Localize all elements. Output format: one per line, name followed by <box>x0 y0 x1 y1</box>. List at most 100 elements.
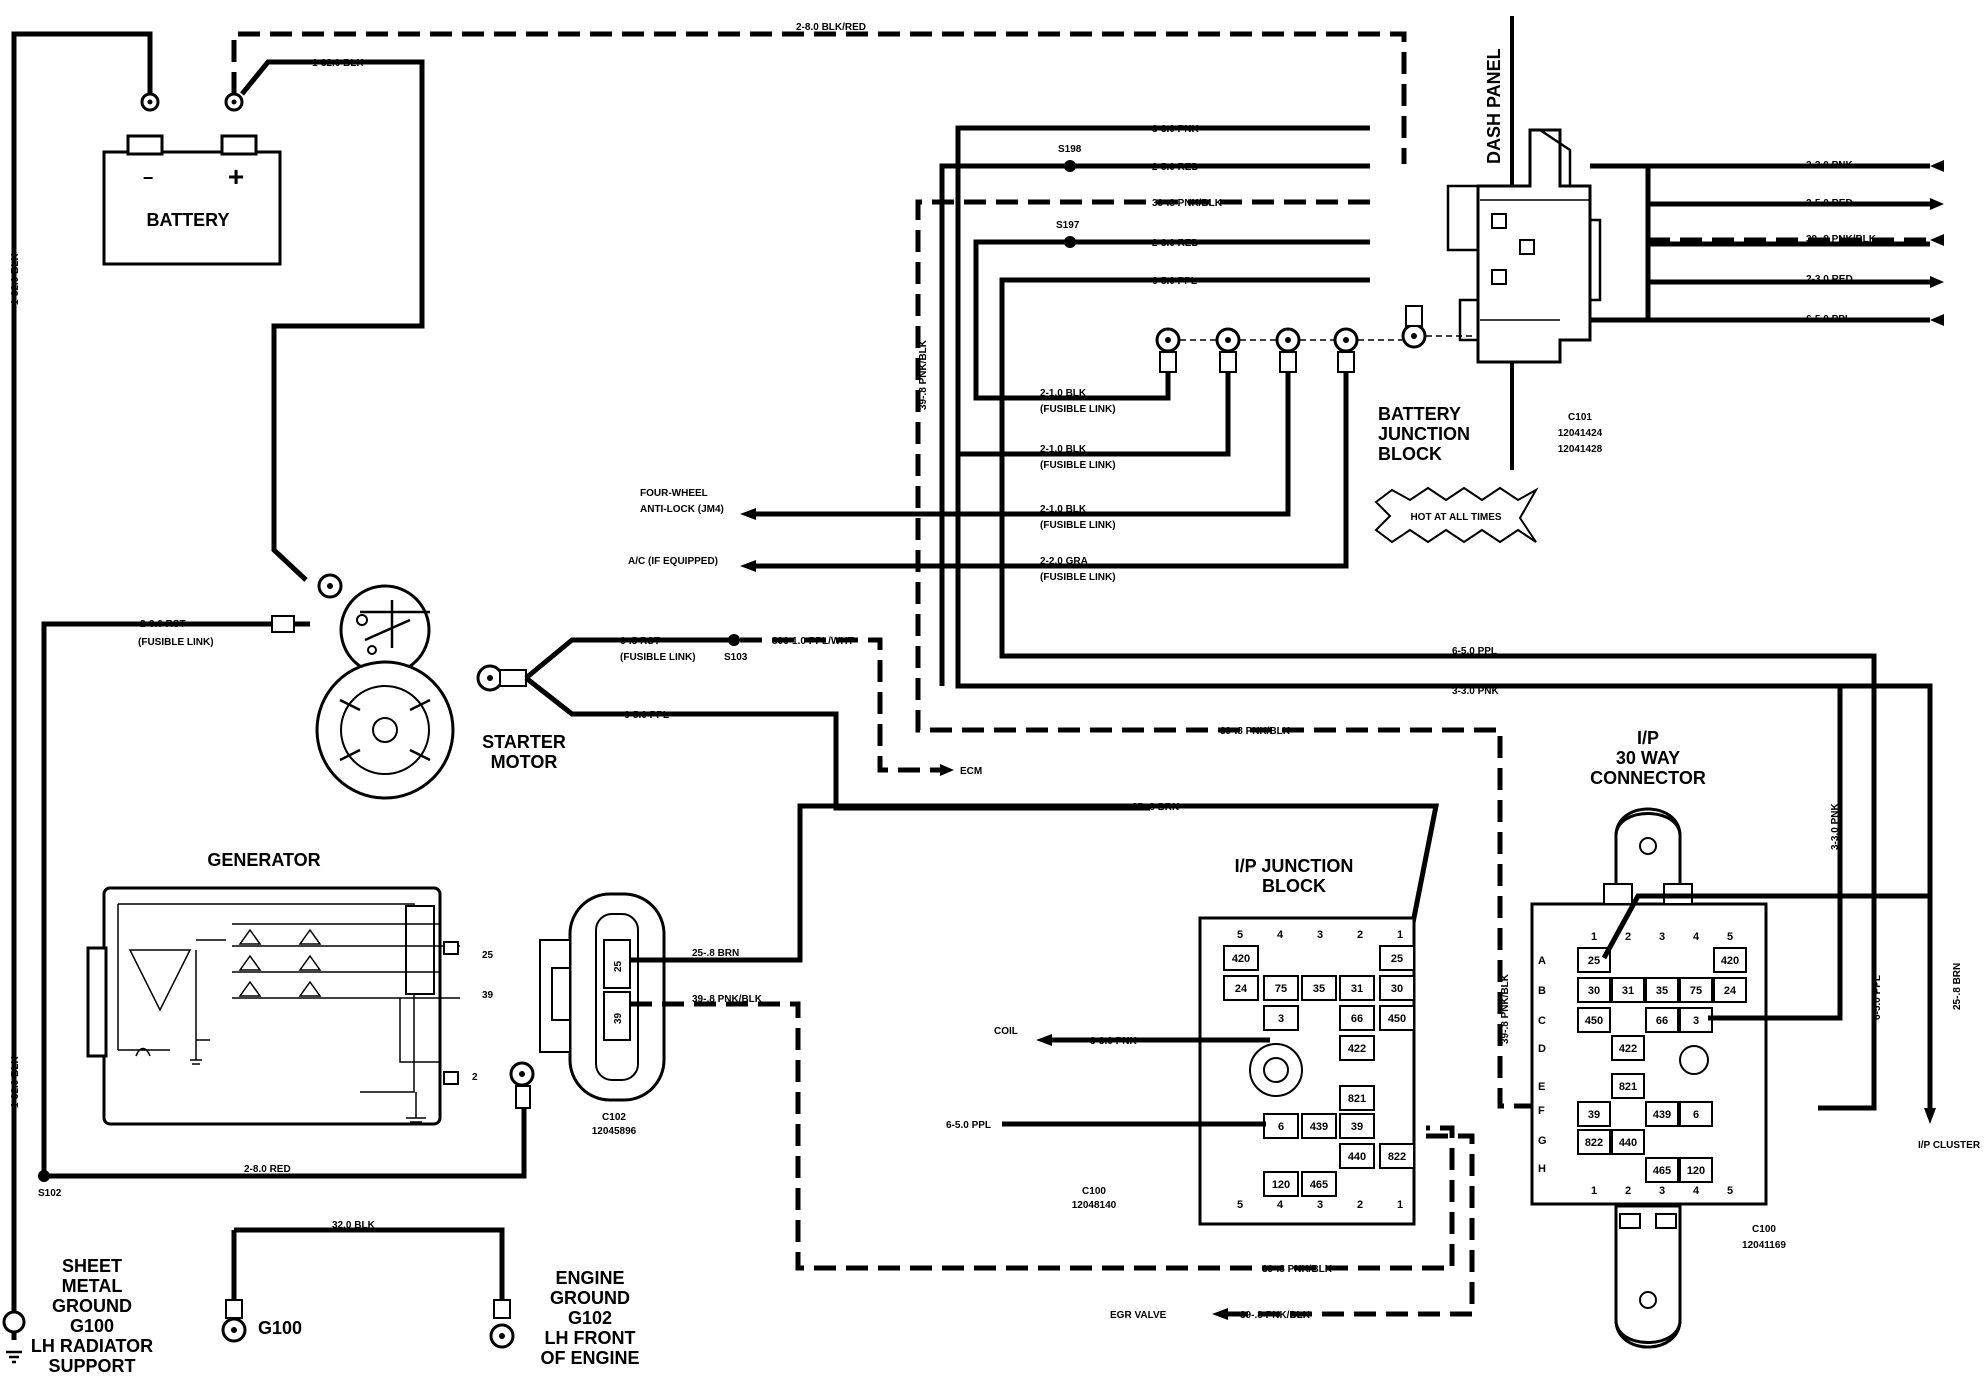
coil-label: COIL <box>994 1026 1018 1037</box>
ip-col-top-2: 2 <box>1625 931 1631 943</box>
ip-cavity-422: 422 <box>1611 1035 1645 1061</box>
hot-at-all-times-badge: HOT AT ALL TIMES <box>1374 486 1539 544</box>
ip-row-A: A <box>1538 955 1546 967</box>
wire-label-fl2: 2-1.0 BLK <box>1040 444 1087 455</box>
jb-col-top-3: 3 <box>1317 929 1323 941</box>
wire-label-6-5-ppl-mid: 6-5.0 PPL <box>1452 646 1497 657</box>
jb-cavity-422: 422 <box>1339 1035 1375 1061</box>
generator-terminal-2: 2 <box>472 1072 478 1083</box>
svg-text:BLOCK: BLOCK <box>1262 876 1326 896</box>
svg-text:I/P: I/P <box>1637 728 1659 748</box>
wire-label-39-vert: 39-.8 PNK/BLK <box>918 339 929 410</box>
jb-cavity-440: 440 <box>1339 1143 1375 1169</box>
ip-row-D: D <box>1538 1043 1546 1055</box>
svg-text:35: 35 <box>1313 983 1325 995</box>
wire-label-2-5-red-top: 2-5.0 RED <box>1152 162 1199 173</box>
svg-text:420: 420 <box>1721 955 1739 967</box>
ip-cavity-66: 66 <box>1645 1007 1679 1033</box>
svg-text:25: 25 <box>1588 955 1600 967</box>
right-wire-2-5-red: 2-5.0 RED <box>1806 198 1853 209</box>
svg-text:6: 6 <box>1278 1121 1284 1133</box>
jb-cavity-75: 75 <box>1263 975 1299 1001</box>
svg-text:30: 30 <box>1391 983 1403 995</box>
svg-text:3: 3 <box>1278 1013 1284 1025</box>
wire-label-fl1: 2-1.0 BLK <box>1040 388 1087 399</box>
svg-text:C101: C101 <box>1568 412 1592 423</box>
svg-text:120: 120 <box>1272 1179 1290 1191</box>
svg-text:24: 24 <box>1724 985 1737 997</box>
svg-text:465: 465 <box>1653 1165 1671 1177</box>
svg-text:25: 25 <box>1391 953 1403 965</box>
jb-cavity-450: 450 <box>1379 1005 1415 1031</box>
svg-text:120: 120 <box>1687 1165 1705 1177</box>
ip-cavity-30: 30 <box>1577 977 1611 1003</box>
wire-label-1-32-blk-left-top: 1-32.0 BLK <box>10 253 21 305</box>
splice-s197: S197 <box>1056 220 1080 231</box>
svg-text:LH FRONT: LH FRONT <box>545 1328 636 1348</box>
jb-cavity-35: 35 <box>1301 975 1337 1001</box>
jb-col-top-4: 4 <box>1277 929 1284 941</box>
ip-30-way-label: I/P 30 WAY CONNECTOR <box>1590 728 1706 788</box>
ip-row-H: H <box>1538 1163 1546 1175</box>
battery-junction-block-label: BATTERY JUNCTION BLOCK <box>1378 404 1470 464</box>
ip-cavity-439: 439 <box>1645 1101 1679 1127</box>
jb-cavity-25: 25 <box>1379 945 1415 971</box>
svg-text:GROUND: GROUND <box>550 1288 630 1308</box>
battery: − + BATTERY <box>102 92 282 266</box>
ip-col-top-5: 5 <box>1727 931 1733 943</box>
svg-text:66: 66 <box>1351 1013 1363 1025</box>
jb-cavity-39: 39 <box>1339 1113 1375 1139</box>
svg-text:METAL: METAL <box>62 1276 123 1296</box>
wire-label-39-mid: 39-.8 PNK/BLK <box>1220 726 1291 737</box>
wire-label-6-5-rst: 6-.5 RST <box>620 636 660 647</box>
ip-col-top-1: 1 <box>1591 931 1597 943</box>
ip-col-bottom-2: 2 <box>1625 1185 1631 1197</box>
fusible-link-lugs <box>1155 305 1490 373</box>
jb-cavity-31: 31 <box>1339 975 1375 1001</box>
svg-text:12041424: 12041424 <box>1558 428 1603 439</box>
svg-text:12048140: 12048140 <box>1072 1200 1117 1211</box>
jb-col-top-1: 1 <box>1397 929 1403 941</box>
svg-text:C100: C100 <box>1082 1186 1106 1197</box>
wire-label-25-brn-top: 25-.8 BRN <box>1132 802 1179 813</box>
jb-cavity-30: 30 <box>1379 975 1415 1001</box>
battery-positive-label: + <box>228 161 244 192</box>
jb-cavity-24: 24 <box>1223 975 1259 1001</box>
svg-text:821: 821 <box>1619 1081 1637 1093</box>
jb-cavity-66: 66 <box>1339 1005 1375 1031</box>
ip-cavity-450: 450 <box>1577 1007 1611 1033</box>
starter-ring-terminal <box>268 573 343 633</box>
generator-terminal-25: 25 <box>482 950 494 961</box>
wire-label-3-3-pnk-vert: 3-3.0 PNK <box>1830 803 1841 850</box>
generator <box>86 886 460 1126</box>
jb-cavity-3: 3 <box>1263 1005 1299 1031</box>
g100-label: G100 <box>258 1318 302 1338</box>
splice-s198: S198 <box>1058 144 1082 155</box>
wire-label-1-32-blk-top: 1-32.0 BLK <box>312 58 364 69</box>
ip-col-bottom-5: 5 <box>1727 1185 1733 1197</box>
ip-cavity-39: 39 <box>1577 1101 1611 1127</box>
right-wire-39-pnkblk: 39-.8 PNK/BLK <box>1806 234 1877 245</box>
ip-cluster-label: I/P CLUSTER <box>1918 1140 1981 1151</box>
wire-label-fl4-fusible: (FUSIBLE LINK) <box>1040 572 1116 583</box>
ip-col-bottom-1: 1 <box>1591 1185 1597 1197</box>
svg-text:12041428: 12041428 <box>1558 444 1603 455</box>
ip-col-bottom-3: 3 <box>1659 1185 1665 1197</box>
svg-text:39: 39 <box>1351 1121 1363 1133</box>
svg-text:30 WAY: 30 WAY <box>1616 748 1680 768</box>
ip-row-C: C <box>1538 1015 1546 1027</box>
ip-row-B: B <box>1538 985 1546 997</box>
svg-text:75: 75 <box>1275 983 1287 995</box>
ecm-label: ECM <box>960 766 982 777</box>
svg-text:GROUND: GROUND <box>52 1296 132 1316</box>
ground-g102 <box>489 1299 515 1349</box>
ip-cavity-35: 35 <box>1645 977 1679 1003</box>
svg-text:440: 440 <box>1619 1137 1637 1149</box>
svg-text:422: 422 <box>1619 1043 1637 1055</box>
svg-text:822: 822 <box>1585 1137 1603 1149</box>
c102-label: C102 12045896 <box>592 1112 637 1137</box>
ip-row-F: F <box>1538 1105 1545 1117</box>
c102-cavity-25: 25 <box>613 960 624 972</box>
ac-label: A/C (IF EQUIPPED) <box>628 556 718 567</box>
